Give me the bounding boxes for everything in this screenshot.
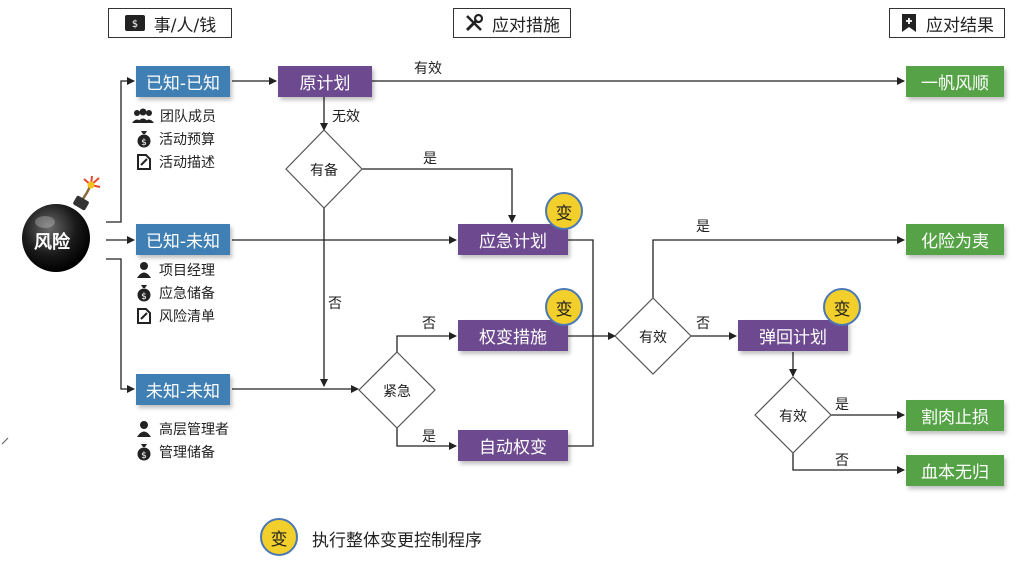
edge-label-effective-2-no: 否 xyxy=(835,453,849,469)
resource-activity-description: 活动描述 xyxy=(135,152,215,172)
budget-icon: $ xyxy=(124,15,145,31)
document-icon xyxy=(137,154,151,170)
change-badge-contingency: 变 xyxy=(545,192,583,230)
decision-effective-2-label: 有效 xyxy=(779,409,807,425)
money-bag-icon: $ xyxy=(137,285,151,302)
change-badge-workaround: 变 xyxy=(545,288,583,326)
edge-urgent-to-workaround xyxy=(396,332,457,352)
decision-effective-1-label: 有效 xyxy=(639,330,667,346)
resource-project-manager: 项目经理 xyxy=(135,260,215,280)
money-bag-icon: $ xyxy=(137,131,151,148)
document-icon xyxy=(137,308,151,324)
edge-label-effective-2-yes: 是 xyxy=(835,397,849,413)
legend-text: 执行整体变更控制程序 xyxy=(312,531,482,551)
category-known-unknown: 已知-未知 xyxy=(136,224,230,255)
result-total-loss: 血本无归 xyxy=(906,455,1004,486)
money-bag-icon: $ xyxy=(137,444,151,461)
edge-urgent-to-auto-workaround xyxy=(396,428,457,450)
bookmark-plus-icon xyxy=(902,14,916,32)
decision-has-backup xyxy=(285,129,363,209)
edge-risk-to-unknown-unknown xyxy=(106,258,135,393)
risk-label: 风险 xyxy=(34,232,70,253)
edge-has-backup-to-contingency xyxy=(362,168,516,223)
result-stop-loss: 割肉止损 xyxy=(906,400,1004,431)
result-averted: 化险为夷 xyxy=(906,224,1004,255)
decision-effective-2 xyxy=(754,376,832,454)
header-results-label: 应对结果 xyxy=(926,15,994,36)
decision-effective-1 xyxy=(614,297,692,375)
edge-label-ineffective: 无效 xyxy=(332,109,360,125)
svg-text:$: $ xyxy=(141,292,147,302)
tools-icon xyxy=(465,13,484,32)
category-unknown-unknown: 未知-未知 xyxy=(136,374,230,405)
header-measures-label: 应对措施 xyxy=(492,15,560,36)
pen-mark-icon xyxy=(1,437,9,445)
edge-risk-to-known-known xyxy=(106,77,135,223)
edge-label-urgent-yes: 是 xyxy=(422,429,436,445)
person-icon xyxy=(137,421,151,437)
resource-risk-register: 风险清单 xyxy=(135,306,215,326)
measure-original-plan: 原计划 xyxy=(278,66,372,97)
measure-fallback-plan: 弹回计划 xyxy=(738,320,848,351)
team-icon xyxy=(132,108,154,123)
edge-label-no-backup: 否 xyxy=(328,296,342,312)
decision-urgent-label: 紧急 xyxy=(383,384,411,400)
resource-contingency-reserve: $ 应急储备 xyxy=(135,283,215,303)
category-known-known: 已知-已知 xyxy=(136,66,230,97)
svg-text:$: $ xyxy=(132,19,138,30)
change-badge-fallback: 变 xyxy=(823,288,861,326)
edge-label-yes-backup: 是 xyxy=(423,151,437,167)
measure-workaround: 权变措施 xyxy=(458,320,568,351)
decision-urgent xyxy=(358,351,436,429)
edge-label-urgent-no: 否 xyxy=(422,316,436,332)
decision-has-backup-label: 有备 xyxy=(310,163,338,179)
resource-team-members: 团队成员 xyxy=(132,106,216,126)
edge-auto-workaround-to-effective xyxy=(568,336,594,447)
header-resources: $ 事/人/钱 xyxy=(108,8,232,38)
header-results: 应对结果 xyxy=(889,8,1005,38)
resource-senior-management: 高层管理者 xyxy=(135,419,229,439)
person-icon xyxy=(137,262,151,278)
svg-text:$: $ xyxy=(141,451,147,461)
measure-auto-workaround: 自动权变 xyxy=(458,430,568,461)
resource-activity-budget: $ 活动预算 xyxy=(135,129,215,149)
result-smooth: 一帆风顺 xyxy=(906,66,1004,97)
header-resources-label: 事/人/钱 xyxy=(153,15,217,36)
edge-effective-to-averted xyxy=(652,236,905,298)
edge-label-effective-1-no: 否 xyxy=(696,316,710,332)
edge-contingency-to-effective xyxy=(568,239,594,336)
svg-text:$: $ xyxy=(141,138,147,148)
bomb-icon xyxy=(22,175,101,272)
measure-contingency-plan: 应急计划 xyxy=(458,224,568,255)
header-measures: 应对措施 xyxy=(453,8,571,38)
legend-change-badge: 变 xyxy=(260,518,298,556)
edge-effective-2-to-total-loss xyxy=(792,453,905,474)
edge-label-effective-1-yes: 是 xyxy=(696,219,710,235)
edge-label-effective: 有效 xyxy=(414,61,442,77)
resource-management-reserve: $ 管理储备 xyxy=(135,442,215,462)
